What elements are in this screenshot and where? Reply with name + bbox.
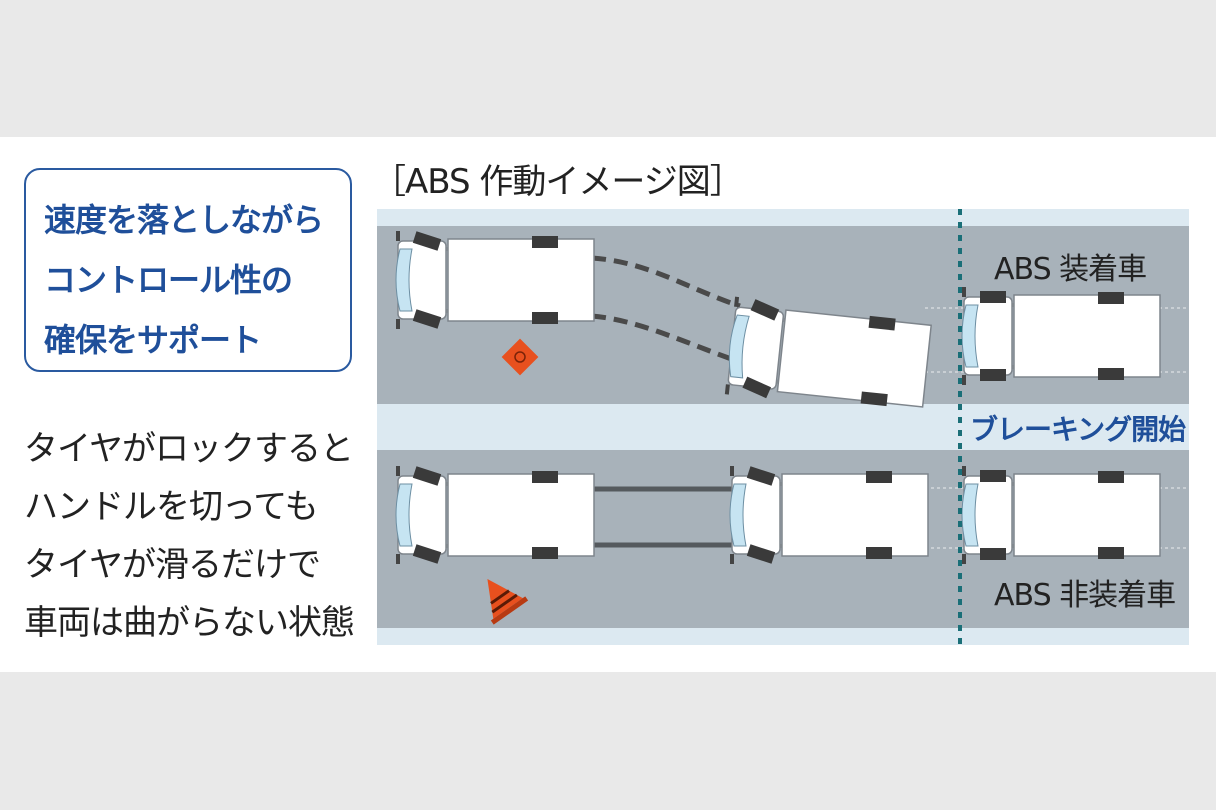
figure-title: ［ABS 作動イメージ図］ xyxy=(372,162,744,202)
skid-marks xyxy=(590,486,734,548)
description-text: タイヤがロックすると ハンドルを切っても タイヤが滑るだけで 車両は曲がらない状… xyxy=(24,429,355,643)
truck-noabs-end xyxy=(961,465,1161,565)
truck-abs-start xyxy=(395,230,595,330)
callout-text: 速度を落としながら コントロール性の 確保をサポート xyxy=(44,201,324,359)
callout-box xyxy=(24,168,352,372)
truck-abs-end xyxy=(961,286,1161,386)
lane-strip-top xyxy=(377,209,1189,226)
label-with-abs: ABS 装着車 xyxy=(994,252,1147,287)
label-without-abs: ABS 非装着車 xyxy=(994,578,1176,613)
traffic-cone-icon xyxy=(487,578,529,625)
lane-strip-bottom xyxy=(377,628,1189,645)
truck-noabs-mid xyxy=(729,465,929,565)
lane-strip-middle xyxy=(377,404,1189,450)
abs-tire-marks xyxy=(591,255,741,365)
label-braking-start: ブレーキング開始 xyxy=(970,413,1186,446)
truck-noabs-start xyxy=(395,465,595,565)
orange-diamond-sign-icon xyxy=(501,338,539,376)
